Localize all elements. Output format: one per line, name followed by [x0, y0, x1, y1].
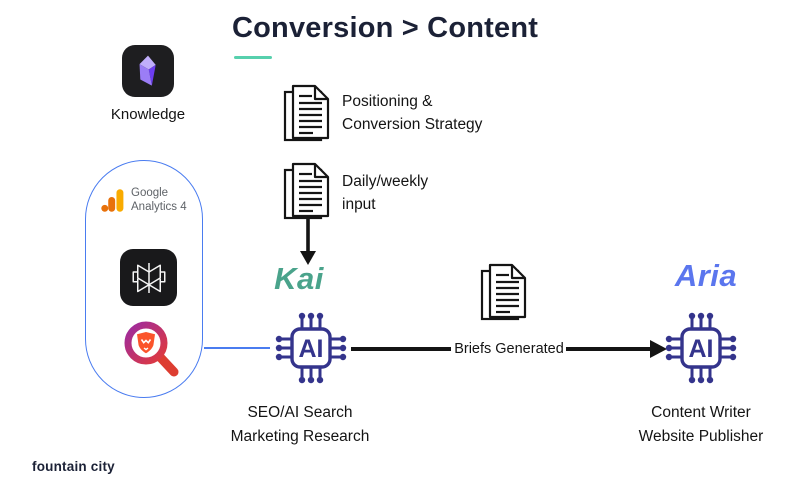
arrow-head	[650, 340, 667, 358]
svg-text:AI: AI	[299, 335, 324, 363]
down-arrow	[300, 217, 316, 265]
brave-search-icon	[117, 317, 185, 379]
briefs-arrow-segment	[566, 347, 652, 351]
perplexity-icon	[120, 249, 177, 306]
perplexity-glyph	[132, 262, 165, 293]
google-analytics-label: Google Analytics 4	[131, 186, 187, 213]
agent-role-kai: SEO/AI Search Marketing Research	[230, 404, 370, 446]
briefs-generated-label: Briefs Generated	[454, 341, 564, 357]
documents-icon	[480, 263, 527, 321]
obsidian-gem-icon	[122, 45, 174, 97]
ai-chip-icon: AI	[275, 312, 347, 384]
agent-role-aria: Content Writer Website Publisher	[638, 404, 764, 446]
svg-text:AI: AI	[689, 335, 714, 363]
agent-name-aria: Aria	[674, 258, 738, 293]
page-title: Conversion > Content	[232, 12, 539, 44]
knowledge-label: Knowledge	[110, 106, 186, 123]
brave-search-glyph	[124, 321, 179, 377]
google-analytics-4-logo: Google Analytics 4	[100, 184, 196, 216]
brand-footer: fountain city	[32, 459, 115, 474]
briefs-arrow-segment	[351, 347, 451, 351]
blue-connector-line	[204, 347, 270, 349]
documents-icon	[283, 84, 330, 142]
input-label-positioning: Positioning & Conversion Strategy	[342, 93, 483, 134]
title-underline	[234, 56, 272, 59]
agent-name-kai: Kai	[274, 261, 324, 296]
input-label-daily: Daily/weekly input	[342, 173, 429, 214]
ai-chip-icon: AI	[665, 312, 737, 384]
google-analytics-icon	[101, 188, 124, 212]
gem-glyph	[139, 55, 156, 86]
documents-icon	[283, 162, 330, 220]
